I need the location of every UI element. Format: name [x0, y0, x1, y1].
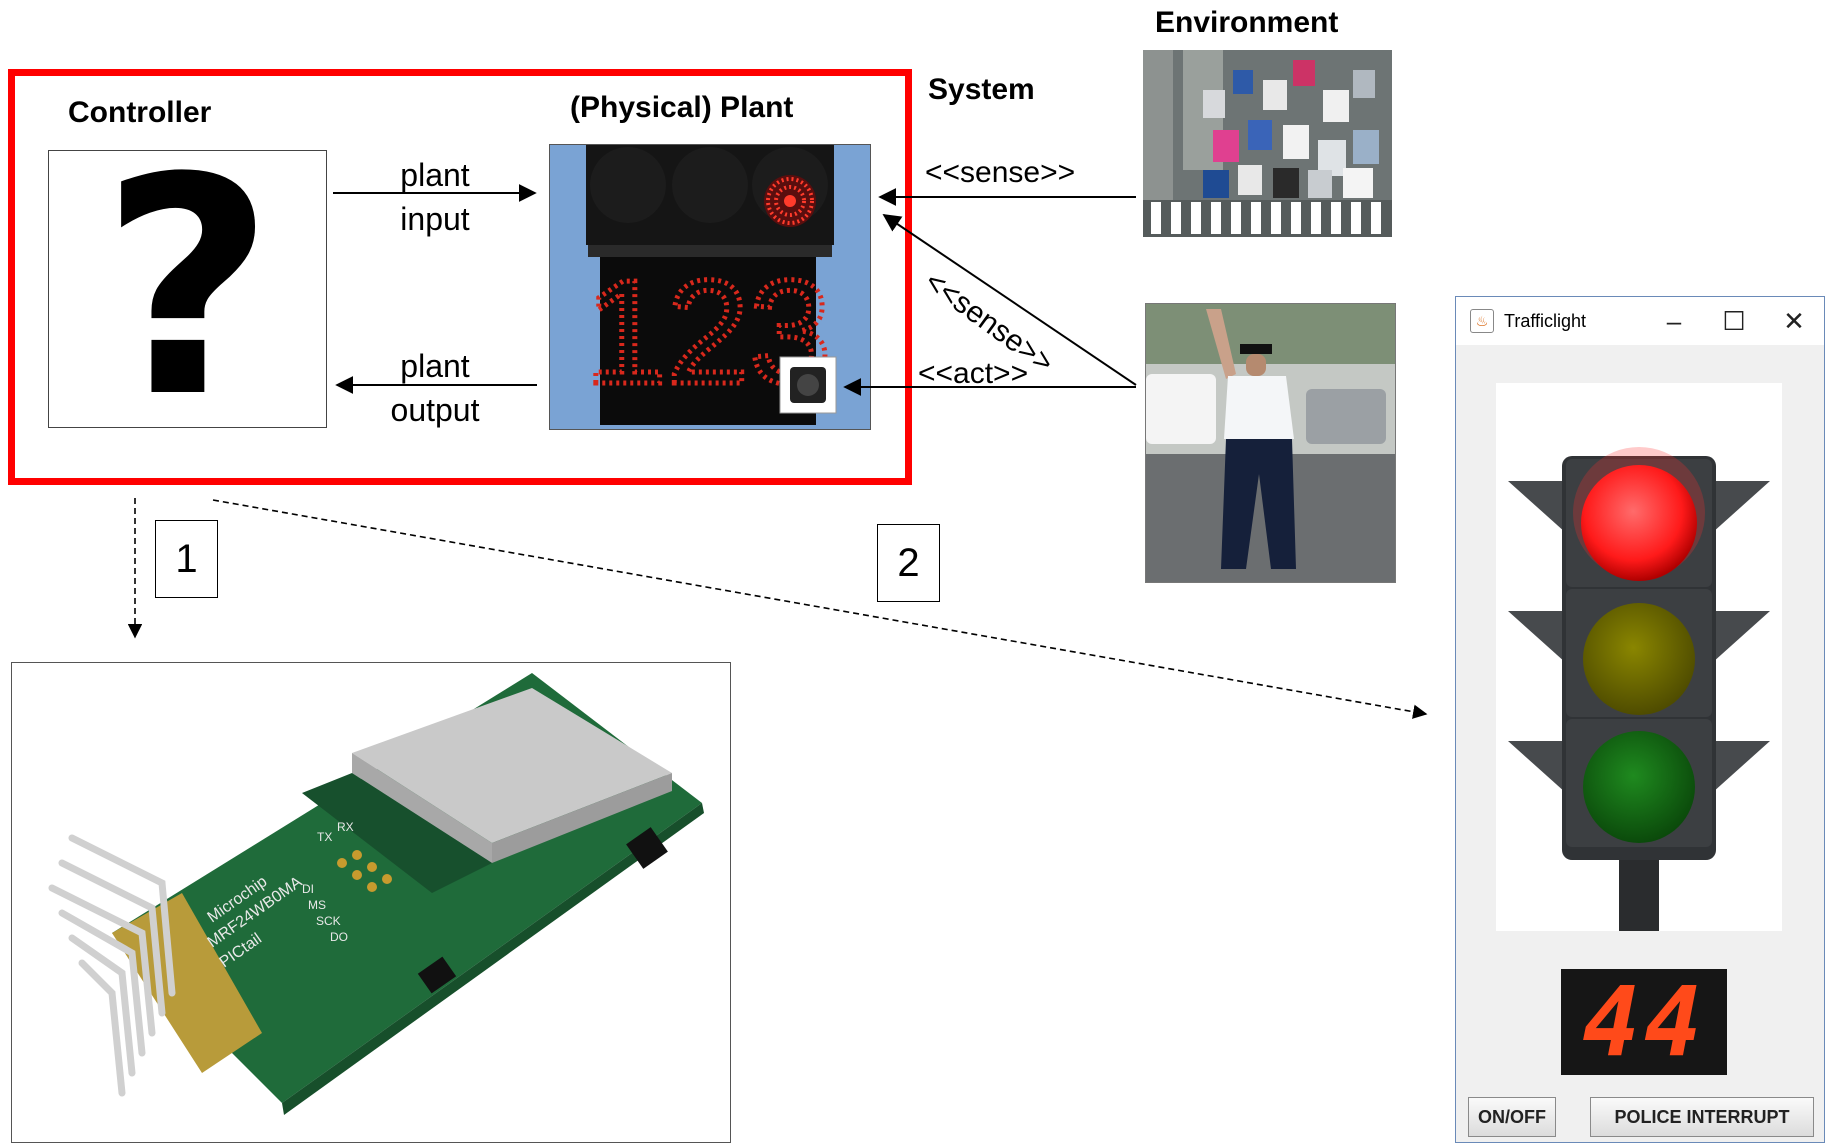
- close-icon[interactable]: ✕: [1783, 305, 1805, 336]
- plant-output-label: plant output: [390, 348, 480, 428]
- module-pin-label: RX: [337, 820, 354, 834]
- java-app-icon: ♨: [1470, 309, 1494, 333]
- module-pin-label: DO: [330, 930, 348, 944]
- red-lamp: [1581, 465, 1697, 581]
- plant-traffic-light-photo: 123: [549, 144, 871, 430]
- controller-box: ?: [48, 139, 327, 439]
- module-pin-label: SCK: [316, 914, 341, 928]
- question-mark-icon: ?: [100, 114, 275, 463]
- window-titlebar: ♨ Trafficlight – ☐ ✕: [1456, 297, 1824, 345]
- environment-heading: Environment: [1155, 6, 1339, 39]
- yellow-lamp: [1583, 603, 1695, 715]
- sense-traffic-label: <<sense>>: [925, 156, 1076, 189]
- module-pin-label: MS: [308, 898, 326, 912]
- system-boundary: [8, 69, 912, 485]
- countdown-value: 44: [1582, 966, 1706, 1078]
- traffic-light-panel: [1496, 383, 1782, 931]
- controller-heading: Controller: [68, 96, 212, 129]
- marker-1: 1: [155, 520, 218, 598]
- window-title: Trafficlight: [1504, 310, 1587, 331]
- system-heading: System: [928, 73, 1035, 106]
- police-interrupt-button[interactable]: POLICE INTERRUPT: [1590, 1097, 1814, 1137]
- module-pin-label: DI: [302, 882, 314, 896]
- plant-input-label: plant input: [400, 157, 470, 237]
- traffic-police-photo: [1145, 303, 1396, 583]
- wifi-module-photo: Microchip MRF24WB0MA PICtail TX RX DI MS…: [11, 662, 731, 1143]
- act-police-label: <<act>>: [918, 357, 1029, 390]
- mapping-arrow-2: [212, 499, 1428, 719]
- green-lamp: [1583, 731, 1695, 843]
- plant-heading: (Physical) Plant: [570, 91, 794, 124]
- on-off-button[interactable]: ON/OFF: [1468, 1097, 1556, 1137]
- minimize-icon[interactable]: –: [1666, 305, 1682, 336]
- trafficlight-window: ♨ Trafficlight – ☐ ✕: [1455, 296, 1825, 1143]
- maximize-icon[interactable]: ☐: [1722, 305, 1746, 336]
- marker-2: 2: [877, 524, 940, 602]
- countdown-display: 44: [1561, 966, 1727, 1078]
- module-pin-label: TX: [317, 830, 332, 844]
- traffic-jam-photo: [1143, 50, 1392, 237]
- sense-police-arrow: [882, 213, 1137, 386]
